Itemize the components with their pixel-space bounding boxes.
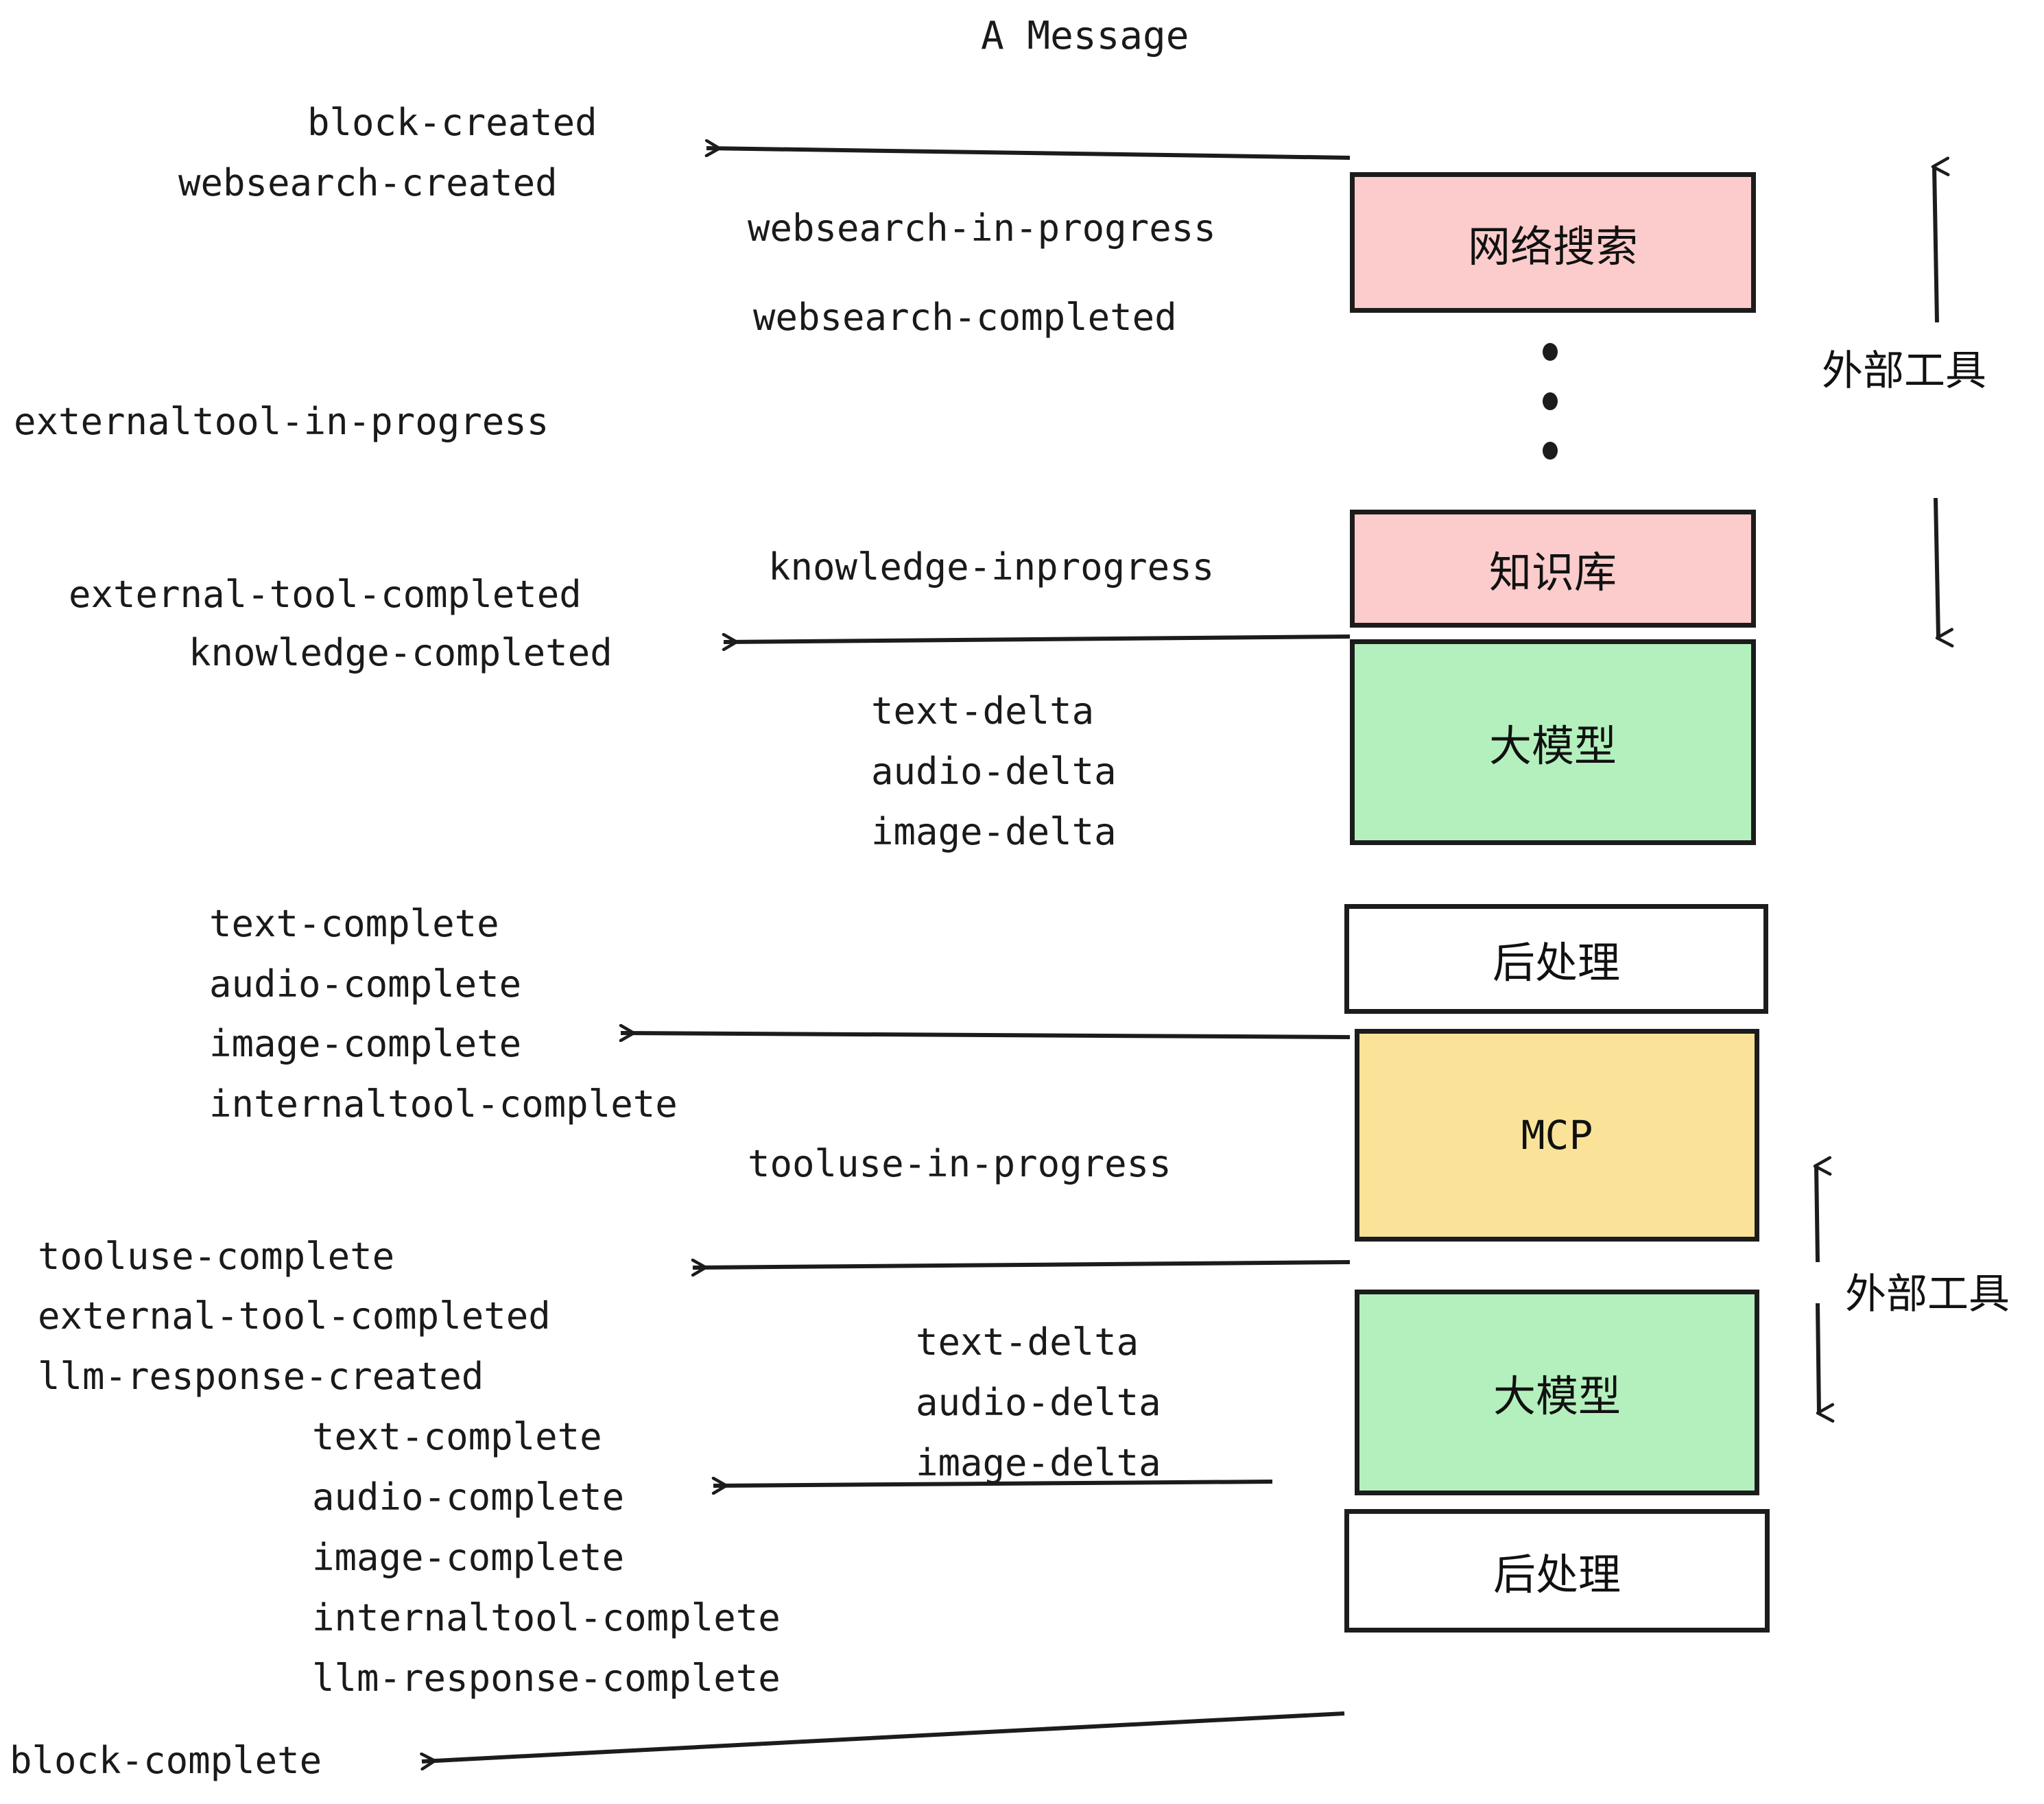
event-text-delta-2: text-delta xyxy=(916,1320,1139,1364)
arrow-websearch-to-created xyxy=(706,148,1351,160)
box-knowledge[interactable]: 知识库 xyxy=(1350,510,1756,628)
event-internaltool-complete-1: internaltool-complete xyxy=(209,1082,678,1126)
arrow-postprocess-to-block-complete xyxy=(422,1711,1345,1761)
box-mcp[interactable]: MCP xyxy=(1355,1029,1759,1242)
box-mcp-label: MCP xyxy=(1521,1112,1593,1159)
event-audio-delta-2: audio-delta xyxy=(916,1381,1161,1424)
box-llm-bottom-label: 大模型 xyxy=(1493,1371,1621,1421)
box-postprocess-top-label: 后处理 xyxy=(1492,938,1620,988)
event-external-tool-completed-2: external-tool-completed xyxy=(38,1294,551,1338)
ellipsis-dots xyxy=(1540,343,1560,460)
event-tooluse-complete: tooluse-complete xyxy=(38,1235,395,1278)
arrow-external-tool-bottom-down xyxy=(1816,1303,1835,1423)
box-knowledge-label: 知识库 xyxy=(1488,547,1617,597)
dot-3 xyxy=(1543,442,1558,460)
event-llm-response-complete: llm-response-complete xyxy=(312,1657,781,1700)
event-text-complete-1: text-complete xyxy=(209,902,499,945)
arrow-external-tool-bottom-up xyxy=(1813,1156,1832,1263)
event-tooluse-in-progress: tooluse-in-progress xyxy=(748,1142,1172,1185)
event-audio-complete-2: audio-complete xyxy=(312,1475,625,1519)
event-image-complete-2: image-complete xyxy=(312,1536,625,1579)
event-image-delta-1: image-delta xyxy=(871,810,1117,853)
arrow-mcp-to-tooluse-complete xyxy=(693,1262,1351,1268)
event-text-complete-2: text-complete xyxy=(312,1415,602,1458)
event-external-tool-completed-1: external-tool-completed xyxy=(69,573,582,616)
arrow-external-tool-top-down xyxy=(1934,497,1954,648)
event-knowledge-completed: knowledge-completed xyxy=(189,631,613,674)
box-postprocess-bottom-label: 后处理 xyxy=(1493,1550,1621,1600)
arrow-external-tool-top-up xyxy=(1931,156,1950,323)
arrow-knowledge-to-completed xyxy=(724,637,1351,642)
event-image-delta-2: image-delta xyxy=(916,1441,1161,1484)
dot-1 xyxy=(1543,343,1558,361)
side-label-external-tool-top: 外部工具 xyxy=(1822,347,1986,395)
event-text-delta-1: text-delta xyxy=(871,689,1095,733)
event-websearch-in-progress: websearch-in-progress xyxy=(748,206,1216,250)
event-block-created: block-created xyxy=(307,101,597,144)
event-image-complete-1: image-complete xyxy=(209,1022,522,1065)
box-llm-bottom[interactable]: 大模型 xyxy=(1355,1290,1759,1495)
page-title: A Message xyxy=(981,14,1189,58)
event-llm-response-created: llm-response-created xyxy=(38,1355,484,1398)
box-websearch[interactable]: 网络搜索 xyxy=(1350,172,1756,313)
event-audio-delta-1: audio-delta xyxy=(871,750,1117,793)
side-label-external-tool-bottom: 外部工具 xyxy=(1845,1270,2010,1318)
event-externaltool-in-progress: externaltool-in-progress xyxy=(14,400,549,443)
event-knowledge-inprogress: knowledge-inprogress xyxy=(768,545,1215,589)
box-postprocess-top[interactable]: 后处理 xyxy=(1344,904,1768,1014)
box-postprocess-bottom[interactable]: 后处理 xyxy=(1344,1509,1770,1633)
box-llm-top[interactable]: 大模型 xyxy=(1350,639,1756,845)
event-audio-complete-1: audio-complete xyxy=(209,962,522,1006)
box-llm-top-label: 大模型 xyxy=(1488,721,1617,771)
box-websearch-label: 网络搜索 xyxy=(1467,221,1638,272)
arrow-llm-to-image-complete xyxy=(621,1033,1351,1037)
event-internaltool-complete-2: internaltool-complete xyxy=(312,1596,781,1639)
event-block-complete: block-complete xyxy=(10,1739,322,1782)
dot-2 xyxy=(1543,392,1558,410)
event-websearch-completed: websearch-completed xyxy=(753,296,1177,339)
event-websearch-created: websearch-created xyxy=(178,161,558,204)
